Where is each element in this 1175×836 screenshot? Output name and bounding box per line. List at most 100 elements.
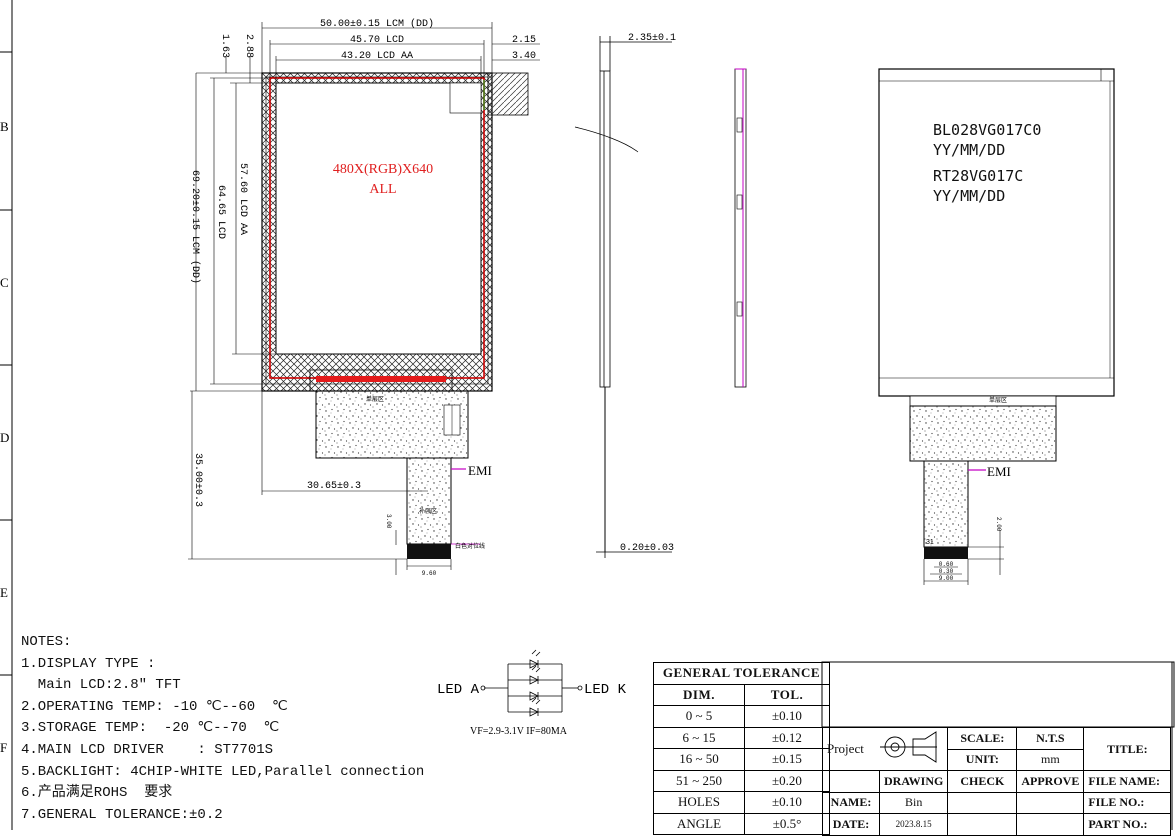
tolerance-title: GENERAL TOLERANCE [653,662,830,685]
lcd-width-dim: 45.70 LCD [350,35,404,46]
tolerance-table: GENERAL TOLERANCE DIM. TOL. 0 ~ 5±0.10 6… [653,662,830,835]
zone-mark-b: B [0,119,9,134]
tolerance-col-dim: DIM. [653,683,745,706]
led-diode-2 [529,675,539,685]
check-label: CHECK [947,770,1018,793]
zone-mark-c: C [0,275,9,290]
table-row: 51 ~ 250±0.20 [653,769,830,792]
edge-3-40-dim: 3.40 [512,51,536,62]
table-row: 0 ~ 5±0.10 [653,705,830,728]
fpc-head [315,390,469,459]
active-area [275,82,482,355]
lcm-height-dim: 69.20±0.15 LCM (DD) [189,170,201,284]
thickness-dim: 2.35±0.1 [628,33,676,44]
edge-1-63-dim: 1.63 [219,34,230,58]
back-fpc-tail [923,460,969,548]
date-value: 2023.8.15 [878,813,949,836]
project-label: Project [821,727,949,771]
table-row: ANGLE±0.5° [653,812,830,835]
back-label-line1: BL028VG017C0 [933,121,1041,139]
title-label: TITLE: [1083,727,1172,771]
back-fpc-contacts [924,547,968,559]
table-row: 16 ~ 50±0.15 [653,748,830,771]
back-view: 单层区 31 EMI [878,68,1115,559]
back-label-line3: RT28VG017C [933,167,1023,185]
fpc-offset-dim: 30.65±0.3 [307,481,361,492]
back-0-30-dim: 0.30 [939,568,954,575]
scale-label: SCALE: [947,727,1018,750]
notes-title: NOTES: [21,634,72,650]
led-diode-4 [529,707,539,717]
tol-dim: 0 ~ 5 [653,705,745,728]
fpc-tip-dim: 9.60 [422,570,437,577]
side-view-2 [734,68,747,388]
tol-dim: 6 ~ 15 [653,726,745,749]
tol-value: ±0.5° [744,812,830,835]
fpc-tail-label: 补强区 [419,507,437,515]
emi-back-label: EMI [987,464,1011,479]
tol-dim: ANGLE [653,812,745,835]
name-label: NAME: [822,791,880,814]
back-9-00-dim: 9.00 [939,575,954,582]
side-view [574,36,672,558]
sheet-border [0,0,13,830]
tol-dim: HOLES [653,791,745,814]
fpc-contacts [407,544,451,559]
fpc-tail [406,457,452,545]
front-view: 480X(RGB)X640 ALL 单层区 补强区 白色对位线 EMI [261,72,529,559]
view-label: ALL [369,182,396,197]
note-item: 4.MAIN LCD DRIVER : ST7701S [21,741,274,758]
back-label-line4: YY/MM/DD [933,187,1005,205]
note-item: 5.BACKLIGHT: 4CHIP-WHITE LED,Parallel co… [21,763,425,780]
led-diode-3 [529,691,539,701]
note-item: Main LCD:2.8″ TFT [21,677,181,694]
back-zone-label: 单层区 [989,396,1007,404]
scale-value: N.T.S [1016,727,1085,750]
zone-mark-f: F [0,740,7,755]
back-fpc-head [909,405,1057,462]
tol-value: ±0.10 [744,791,830,814]
aa-width-dim: 43.20 LCD AA [341,51,413,62]
approve-label: APPROVE [1016,770,1085,793]
note-item: 6.产品满足ROHS 要求 [21,785,173,802]
front-dim-labels: 50.00±0.15 LCM (DD) 45.70 LCD 43.20 LCD … [189,18,536,577]
lcm-width-dim: 50.00±0.15 LCM (DD) [320,18,434,30]
fpc-mark-label: 白色对位线 [455,542,485,550]
file-name-label: FILE NAME: [1083,770,1172,793]
unit-label: UNIT: [947,748,1018,771]
note-item: 1.DISPLAY TYPE : [21,655,156,672]
name-value: Bin [878,791,949,814]
date-label: DATE: [822,813,880,836]
fpc-tab-dim: 3.00 [385,514,392,529]
drawing-label: DRAWING [878,770,949,793]
led-diode-1 [529,659,539,669]
resolution-label: 480X(RGB)X640 [333,162,433,177]
table-row: 6 ~ 15±0.12 [653,726,830,749]
edge-2-15-dim: 2.15 [512,35,536,46]
tol-dim: 16 ~ 50 [653,748,745,771]
emi-front-label: EMI [468,463,492,478]
corner-hatch [487,72,529,116]
back-2-00-dim: 2.00 [995,517,1002,532]
tol-dim: 51 ~ 250 [653,769,745,792]
front-dimensions [188,22,540,575]
tol-value: ±0.10 [744,705,830,728]
pin-31-label: 31 [926,539,934,546]
note-item: 3.STORAGE TEMP: -20 ℃--70 ℃ [21,720,280,737]
back-0-60-dim: 0.60 [939,561,954,568]
fpc-thickness-dim: 0.20±0.03 [620,543,674,554]
led-circuit [480,649,583,717]
zone-mark-d: D [0,430,9,445]
lcd-height-dim: 64.65 LCD [215,185,226,239]
note-item: 7.GENERAL TOLERANCE:±0.2 [21,806,223,823]
led-anode-label: LED A [437,682,480,698]
edge-2-88-dim: 2.88 [243,34,254,58]
tol-value: ±0.15 [744,748,830,771]
tolerance-col-tol: TOL. [744,683,830,706]
fpc-length-dim: 35.00±0.3 [192,453,203,507]
aa-height-dim: 57.60 LCD AA [237,163,248,235]
tol-value: ±0.12 [744,726,830,749]
back-dimensions [923,530,1004,585]
title-block: Project SCALE: N.T.S TITLE: UNIT: mm DRA… [821,727,1172,836]
